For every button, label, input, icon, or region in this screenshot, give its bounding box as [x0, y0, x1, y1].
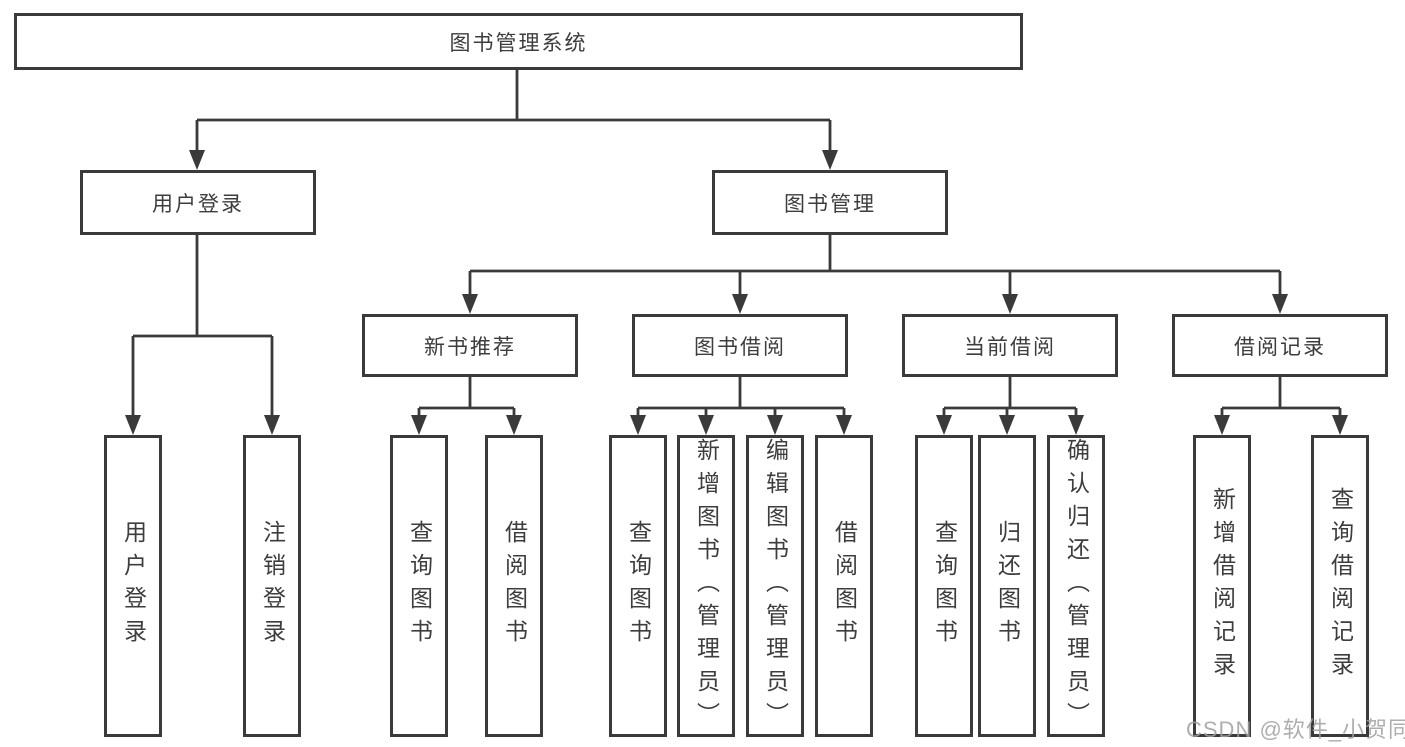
leaf-label: 用户登录 [120, 520, 147, 652]
leaf-query-books-borrow: 查询图书 [609, 435, 667, 737]
node-label: 当前借阅 [964, 335, 1056, 359]
node-label: 用户登录 [152, 192, 244, 216]
leaf-label: 确认归还（管理员） [1063, 437, 1090, 735]
leaf-user-login: 用户登录 [104, 435, 162, 737]
leaf-borrow-books-recommend: 借阅图书 [485, 435, 543, 737]
leaf-query-books-current: 查询图书 [915, 435, 973, 737]
node-label: 图书管理 [784, 192, 876, 216]
leaf-borrow-books: 借阅图书 [815, 435, 873, 737]
leaf-confirm-return-admin: 确认归还（管理员） [1047, 435, 1105, 737]
leaf-label: 查询图书 [931, 520, 958, 652]
leaf-return-book: 归还图书 [978, 435, 1036, 737]
leaf-label: 查询图书 [406, 520, 433, 652]
leaf-label: 注销登录 [259, 520, 286, 652]
leaf-label: 编辑图书（管理员） [762, 437, 789, 735]
csdn-watermark: CSDN @软件_小贺同学 [1186, 717, 1405, 742]
leaf-label: 新增借阅记录 [1209, 487, 1236, 685]
leaf-query-borrow-record: 查询借阅记录 [1311, 435, 1369, 737]
node-book-borrowing: 图书借阅 [632, 314, 848, 377]
node-book-management: 图书管理 [712, 170, 948, 235]
leaf-logout: 注销登录 [243, 435, 301, 737]
leaf-label: 新增图书（管理员） [693, 437, 720, 735]
leaf-edit-book-admin: 编辑图书（管理员） [746, 435, 804, 737]
leaf-add-borrow-record: 新增借阅记录 [1193, 435, 1251, 737]
leaf-add-book-admin: 新增图书（管理员） [677, 435, 735, 737]
leaf-label: 借阅图书 [831, 520, 858, 652]
leaf-query-books-recommend: 查询图书 [390, 435, 448, 737]
leaf-label: 查询图书 [625, 520, 652, 652]
leaf-label: 借阅图书 [501, 520, 528, 652]
node-label: 新书推荐 [424, 335, 516, 359]
leaf-label: 查询借阅记录 [1327, 487, 1354, 685]
node-user-login: 用户登录 [80, 170, 316, 235]
node-new-book-recommendation: 新书推荐 [362, 314, 578, 377]
node-label: 图书管理系统 [449, 31, 588, 55]
leaf-label: 归还图书 [994, 520, 1021, 652]
node-library-management-system: 图书管理系统 [14, 13, 1023, 70]
node-current-borrowing: 当前借阅 [902, 314, 1118, 377]
node-borrowing-records: 借阅记录 [1172, 314, 1388, 377]
node-label: 借阅记录 [1234, 335, 1326, 359]
node-label: 图书借阅 [694, 335, 786, 359]
